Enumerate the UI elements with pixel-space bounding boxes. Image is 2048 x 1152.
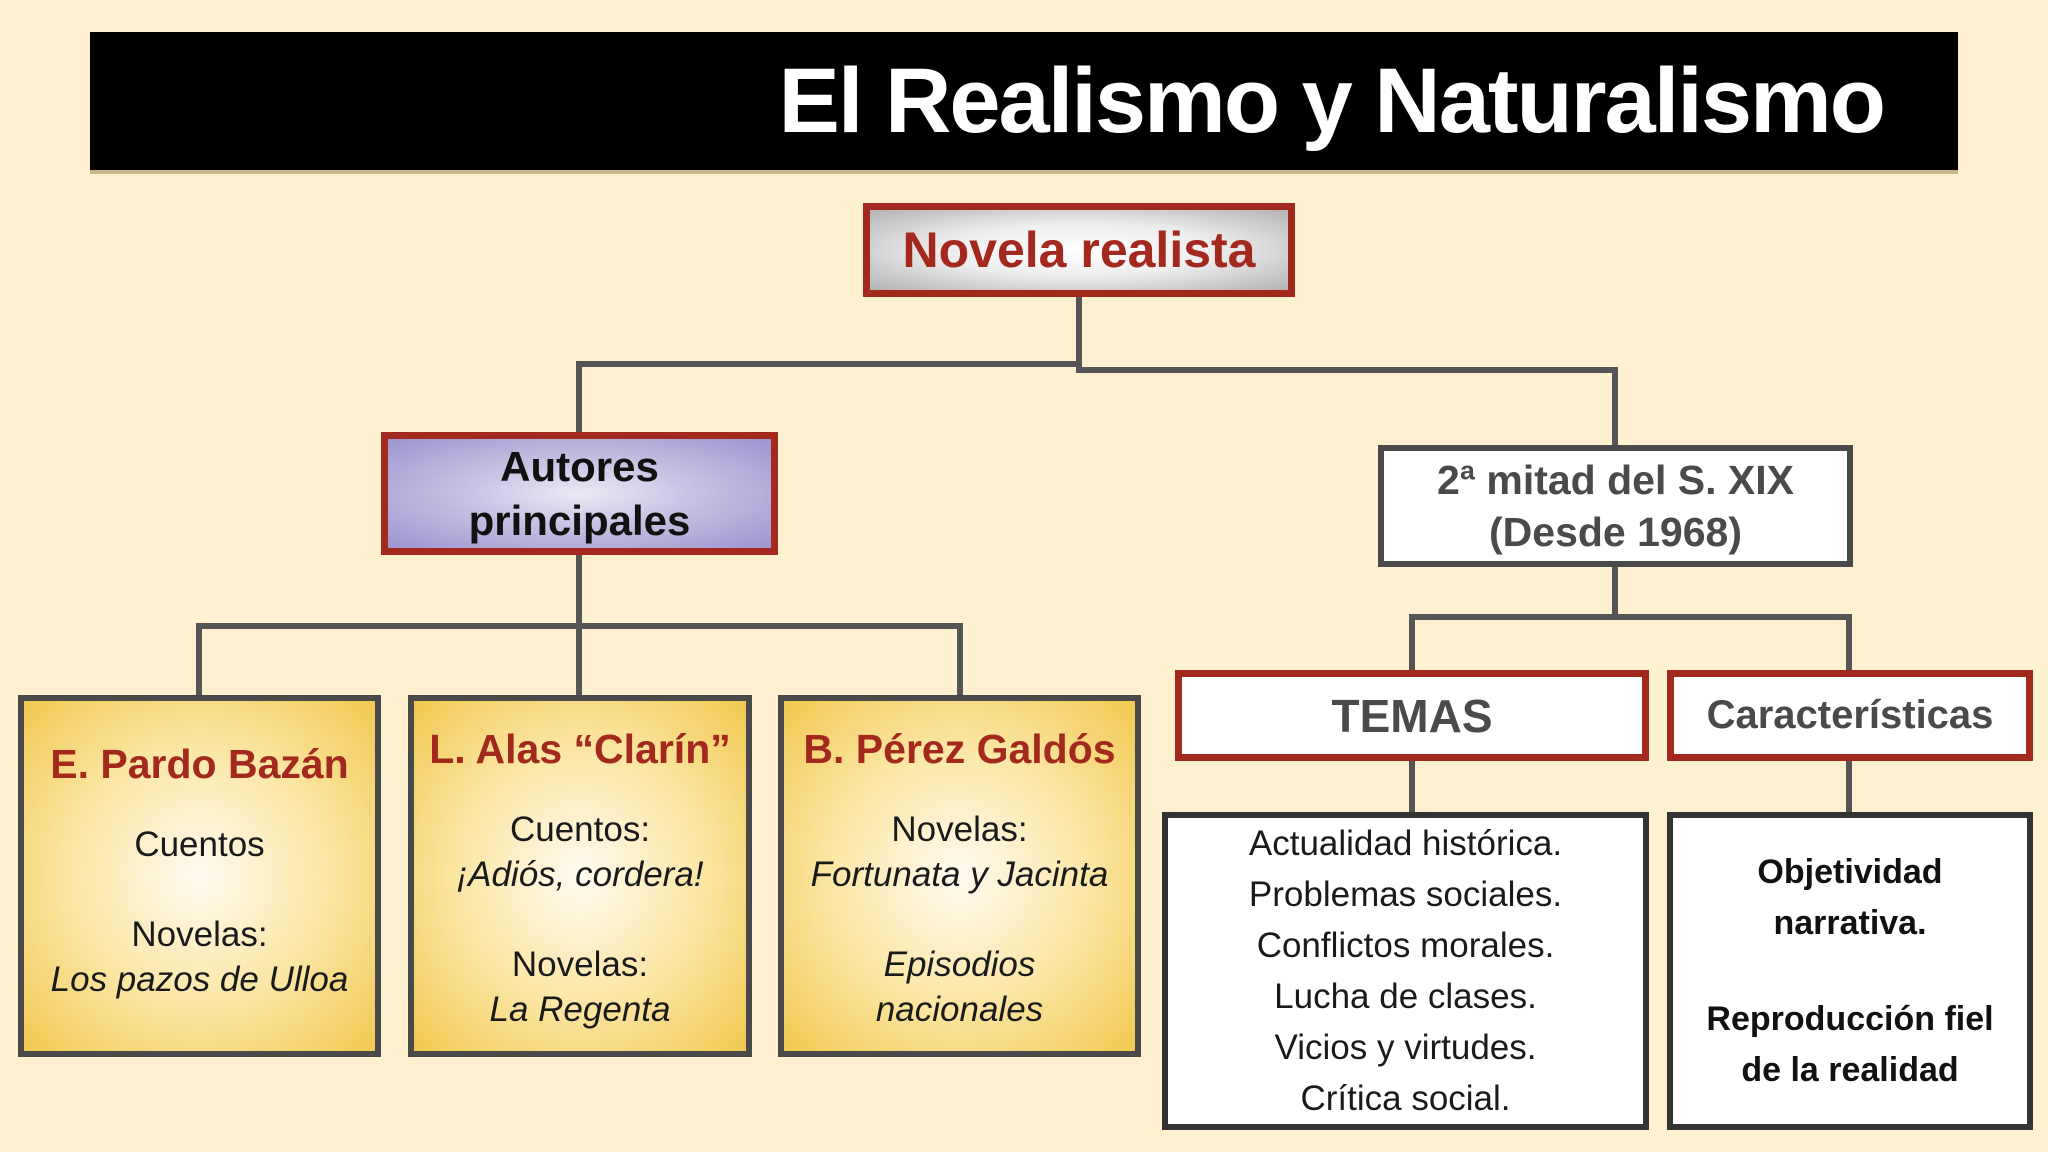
autores-node: Autores principales [381,432,778,555]
author-works-label: Cuentos: [509,810,651,849]
tema-item: Conflictos morales. [1256,926,1555,965]
author-work-title: ¡Adiós, cordera! [456,855,704,894]
author-name: B. Pérez Galdós [803,726,1116,772]
tema-item: Vicios y virtudes. [1274,1028,1537,1067]
caracteristicas-heading-box: Características [1667,670,2033,761]
page-title: El Realismo y Naturalismo [778,50,1886,152]
root-label: Novela realista [902,222,1256,278]
temas-list: Actualidad histórica. Problemas sociales… [1162,812,1649,1130]
caracteristica-item: Objetividad [1757,852,1943,891]
author-works-label: Cuentos [134,825,265,864]
autores-line-1: Autores [500,442,659,490]
tema-item: Lucha de clases. [1274,977,1537,1016]
author-work-title: Los pazos de Ulloa [50,960,349,999]
caracteristicas-list: Objetividad narrativa. Reproducción fiel… [1667,812,2033,1130]
tema-item: Crítica social. [1300,1079,1511,1118]
periodo-node: 2ª mitad del S. XIX (Desde 1968) [1378,445,1853,567]
root-node: Novela realista [863,203,1295,297]
tema-item: Actualidad histórica. [1248,824,1563,863]
autores-line-2: principales [468,496,691,544]
caracteristicas-heading: Características [1706,693,1994,737]
tema-item: Problemas sociales. [1248,875,1563,914]
connector-root-right [1076,361,1618,448]
author-works-label: Novelas: [891,810,1028,849]
author-name: L. Alas “Clarín” [429,726,731,772]
author-card-pardo-bazan: E. Pardo Bazán Cuentos Novelas: Los pazo… [18,695,381,1057]
author-card-clarin: L. Alas “Clarín” Cuentos: ¡Adiós, corder… [408,695,752,1057]
caracteristica-item: narrativa. [1773,903,1927,942]
author-card-galdos: B. Pérez Galdós Novelas: Fortunata y Jac… [778,695,1141,1057]
author-work-title: nacionales [875,990,1044,1029]
title-bar: El Realismo y Naturalismo [90,32,1958,174]
caracteristica-item: Reproducción fiel [1706,999,1994,1038]
author-work-title: Fortunata y Jacinta [810,855,1109,894]
author-work-title: La Regenta [489,990,671,1029]
author-works-label: Novelas: [511,945,649,984]
author-work-title: Episodios [883,945,1036,984]
connector-root-left [576,294,1082,435]
author-name: E. Pardo Bazán [50,741,349,787]
author-works-label: Novelas: [131,915,268,954]
connector-autores-authors [196,552,963,698]
periodo-line-2: (Desde 1968) [1489,509,1742,555]
caracteristica-item: de la realidad [1741,1050,1959,1089]
connector-periodo-sub [1409,564,1852,673]
temas-heading: TEMAS [1331,689,1493,742]
temas-heading-box: TEMAS [1175,670,1649,761]
periodo-line-1: 2ª mitad del S. XIX [1437,457,1794,503]
